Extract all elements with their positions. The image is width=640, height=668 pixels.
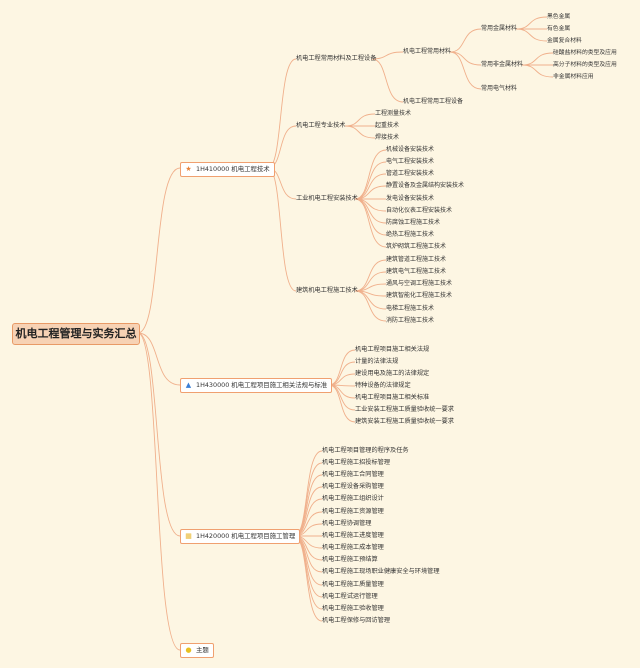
node-industrial-item[interactable]: 机械设备安装技术	[386, 146, 435, 153]
branch-topic-label: 主题	[196, 646, 209, 654]
connector-line	[328, 349, 356, 386]
connector-line	[328, 373, 356, 386]
node-industrial-item[interactable]: 电气工程安装技术	[386, 158, 435, 165]
connector-line	[328, 361, 356, 386]
connector-line	[521, 52, 554, 66]
node-mgmt[interactable]: 机电工程施工进度管理	[322, 532, 384, 539]
connector-line	[521, 64, 554, 78]
connector-line	[354, 271, 387, 292]
connector-line	[267, 58, 297, 169]
node-building-item[interactable]: 通风与空调工程施工技术	[386, 280, 453, 287]
node-mgmt[interactable]: 机电工程施工质量管理	[322, 581, 384, 588]
branch-tech-label: 1H410000 机电工程技术	[196, 165, 270, 173]
node-mgmt[interactable]: 机电工程施工合同管理	[322, 471, 384, 478]
connector-line	[354, 259, 387, 292]
connector-line	[449, 51, 482, 90]
node-nonmetal-item[interactable]: 非金属材料应用	[553, 74, 594, 80]
node-nonmetal[interactable]: 常用非金属材料	[481, 61, 524, 68]
connector-line	[137, 332, 181, 537]
node-mgmt[interactable]: 机电工程施工招投标管理	[322, 459, 391, 466]
node-law[interactable]: 工业安装工程施工质量验收统一要求	[355, 406, 454, 413]
node-mgmt[interactable]: 机电工程协调管理	[322, 520, 372, 527]
connector-line	[354, 198, 387, 248]
node-building-item[interactable]: 电梯工程施工技术	[386, 305, 435, 312]
connector-line	[328, 384, 356, 399]
connector-line	[344, 125, 376, 139]
connector-line	[515, 16, 548, 30]
node-mgmt[interactable]: 机电工程试运行管理	[322, 593, 378, 600]
node-mgmt[interactable]: 机电工程设备采购管理	[322, 483, 384, 490]
node-mgmt[interactable]: 机电工程保修与回访管理	[322, 617, 391, 624]
connector-line	[137, 332, 181, 386]
connector-line	[371, 51, 404, 60]
node-building[interactable]: 建筑机电工程施工技术	[296, 287, 358, 294]
node-professional-item[interactable]: 焊接技术	[375, 134, 400, 141]
node-industrial-item[interactable]: 管道工程安装技术	[386, 170, 435, 177]
node-mgmt[interactable]: 机电工程施工资源管理	[322, 508, 384, 515]
connector-line	[354, 173, 387, 200]
connector-line	[137, 167, 181, 334]
node-professional[interactable]: 机电工程专业技术	[296, 122, 346, 129]
node-building-item[interactable]: 建筑智能化工程施工技术	[386, 292, 453, 299]
node-mgmt[interactable]: 机电工程施工验收管理	[322, 605, 384, 612]
connector-line	[354, 198, 387, 236]
branch-laws-label: 1H430000 机电工程项目施工相关法规与标准	[196, 381, 328, 389]
node-metal-item[interactable]: 黑色金属	[547, 14, 571, 20]
branch-tech[interactable]: ★ 1H410000 机电工程技术	[180, 162, 275, 177]
node-law[interactable]: 建筑安装工程施工质量验收统一要求	[355, 418, 454, 425]
connector-line	[354, 290, 387, 322]
connector-line	[449, 51, 482, 66]
node-mgmt[interactable]: 机电工程施工现场职业健康安全与环境管理	[322, 568, 440, 575]
node-professional-item[interactable]: 起重技术	[375, 122, 400, 129]
node-building-item[interactable]: 消防工程施工技术	[386, 317, 435, 324]
node-industrial-item[interactable]: 筑炉砌筑工程施工技术	[386, 243, 447, 250]
node-mgmt[interactable]: 机电工程施工组织设计	[322, 495, 384, 502]
connector-line	[354, 161, 387, 200]
root-topic[interactable]: 机电工程管理与实务汇总	[12, 323, 140, 345]
node-industrial-item[interactable]: 防腐蚀工程施工技术	[386, 219, 441, 226]
node-professional-item[interactable]: 工程测量技术	[375, 110, 412, 117]
flame-icon: ▲	[185, 381, 192, 389]
star-icon: ★	[185, 165, 192, 173]
node-nonmetal-item[interactable]: 硅酸盐材料的类型及应用	[553, 50, 617, 56]
node-building-item[interactable]: 建筑管道工程施工技术	[386, 256, 447, 263]
node-building-item[interactable]: 建筑电气工程施工技术	[386, 268, 447, 275]
node-law[interactable]: 特种设备的法律规定	[355, 382, 411, 389]
branch-mgmt-label: 1H420000 机电工程项目施工管理	[196, 532, 296, 540]
node-industrial[interactable]: 工业机电工程安装技术	[296, 195, 358, 202]
node-industrial-item[interactable]: 绝热工程施工技术	[386, 231, 435, 238]
node-law[interactable]: 建设用电及施工的法律规定	[355, 370, 430, 377]
connector-line	[137, 332, 181, 651]
connector-line	[344, 113, 376, 127]
node-law[interactable]: 机电工程项目施工相关标准	[355, 394, 430, 401]
node-nonmetal-item[interactable]: 高分子材料的类型及应用	[553, 62, 617, 68]
node-mgmt[interactable]: 机电工程施工成本管理	[322, 544, 384, 551]
node-materials-sub[interactable]: 机电工程常用材料	[403, 48, 452, 55]
node-metal-item[interactable]: 有色金属	[547, 26, 571, 32]
node-metal[interactable]: 常用金属材料	[481, 25, 518, 32]
connector-line	[515, 28, 548, 42]
node-mgmt[interactable]: 机电工程施工预结算	[322, 556, 378, 563]
node-materials[interactable]: 机电工程常用材料及工程设备	[296, 55, 377, 62]
node-law[interactable]: 机电工程项目施工相关法规	[355, 346, 430, 353]
node-law[interactable]: 计量的法律法规	[355, 358, 399, 365]
branch-laws[interactable]: ▲ 1H430000 机电工程项目施工相关法规与标准	[180, 378, 333, 393]
node-metal-item[interactable]: 金属复合材料	[547, 38, 582, 44]
node-equipment[interactable]: 机电工程常用工程设备	[403, 98, 464, 105]
connector-line	[371, 58, 404, 103]
node-industrial-item[interactable]: 静置设备及金属结构安装技术	[386, 182, 465, 189]
node-industrial-item[interactable]: 发电设备安装技术	[386, 195, 435, 202]
node-mgmt[interactable]: 机电工程项目管理的程序及任务	[322, 447, 409, 454]
connector-line	[328, 384, 356, 423]
branch-topic[interactable]: ● 主题	[180, 643, 214, 658]
branch-mgmt[interactable]: ▦ 1H420000 机电工程项目施工管理	[180, 529, 301, 544]
connector-line	[449, 28, 482, 53]
bulb-icon: ●	[185, 646, 192, 654]
clipboard-icon: ▦	[185, 532, 192, 540]
node-electric[interactable]: 常用电气材料	[481, 85, 518, 92]
node-industrial-item[interactable]: 自动化仪表工程安装技术	[386, 207, 453, 214]
